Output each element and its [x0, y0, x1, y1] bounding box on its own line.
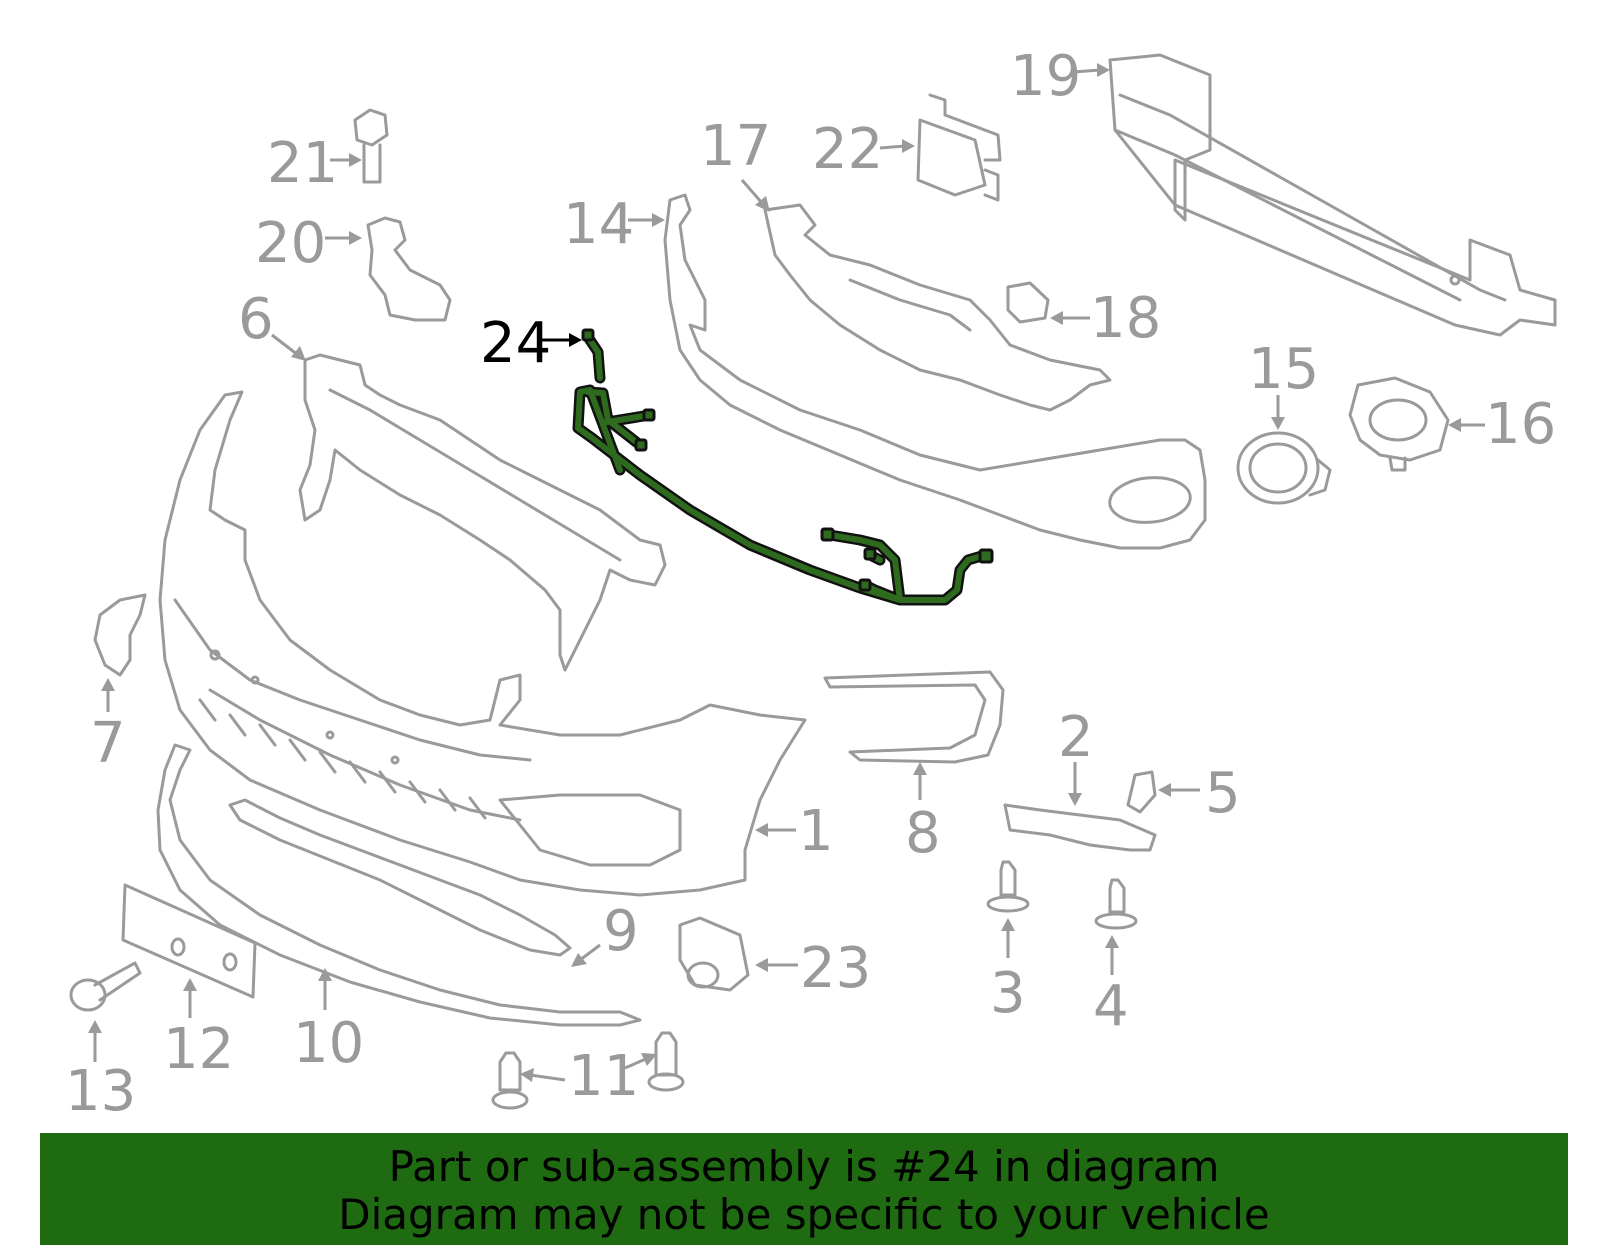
part-12-plate	[121, 883, 257, 999]
part-10-lower-spoiler	[156, 743, 642, 1027]
part-19-reinforcement-bar	[1108, 53, 1557, 337]
callout-8: 8	[905, 801, 941, 866]
callout-1: 1	[798, 799, 834, 864]
callout-16: 16	[1485, 392, 1556, 457]
callout-13: 13	[65, 1059, 136, 1124]
callout-23: 23	[800, 936, 871, 1001]
callout-20: 20	[255, 211, 326, 276]
callout-18: 18	[1090, 286, 1161, 351]
banner-line-disclaimer: Diagram may not be specific to your vehi…	[338, 1190, 1270, 1239]
part-23-parking-sensor	[678, 916, 750, 992]
callout-14: 14	[563, 192, 634, 257]
callout-labels: 19 22 21 20 17 14 18 24 6 15 16 7 1 8 2 …	[65, 44, 1556, 1124]
callout-12: 12	[163, 1017, 234, 1082]
part-4-screw	[1094, 878, 1138, 930]
part-17-absorber	[763, 203, 1112, 412]
callout-15: 15	[1248, 337, 1319, 402]
part-7-bracket	[93, 593, 147, 677]
part-5-clip	[1126, 770, 1157, 814]
callout-24: 24	[480, 311, 551, 376]
part-20-bracket	[366, 216, 452, 322]
part-2-bracket	[1003, 803, 1157, 852]
part-16-fog-bezel	[1348, 376, 1450, 472]
part-3-screw	[986, 860, 1030, 913]
part-6-bracket	[298, 353, 667, 672]
part-9-lower-strip	[228, 798, 572, 957]
info-banner: Part or sub-assembly is #24 in diagram D…	[40, 1133, 1568, 1245]
leader-lines	[88, 63, 1485, 1082]
callout-7: 7	[90, 711, 126, 776]
callout-10: 10	[293, 1011, 364, 1076]
banner-line-part-number: Part or sub-assembly is #24 in diagram	[388, 1142, 1220, 1191]
callout-3: 3	[990, 961, 1026, 1026]
part-1-bumper-cover	[158, 390, 807, 897]
callout-9: 9	[603, 899, 639, 964]
callout-17: 17	[700, 114, 771, 179]
part-24-wiring-harness	[572, 328, 994, 606]
callout-11: 11	[568, 1044, 639, 1109]
callout-6: 6	[238, 287, 274, 352]
callout-21: 21	[267, 131, 338, 196]
part-22-radar-module	[916, 93, 1002, 202]
callout-19: 19	[1010, 44, 1081, 109]
part-8-trim	[823, 670, 1005, 764]
part-18-clip	[1006, 281, 1050, 324]
part-13-push-pin	[69, 961, 142, 1012]
part-15-fog-lamp	[1236, 431, 1332, 505]
part-11-screws	[491, 1031, 685, 1110]
callout-22: 22	[812, 117, 883, 182]
part-21-bolt	[353, 108, 389, 184]
callout-5: 5	[1205, 761, 1241, 826]
callout-4: 4	[1093, 974, 1129, 1039]
part-14-upper-fascia	[663, 193, 1207, 550]
callout-2: 2	[1058, 705, 1094, 770]
